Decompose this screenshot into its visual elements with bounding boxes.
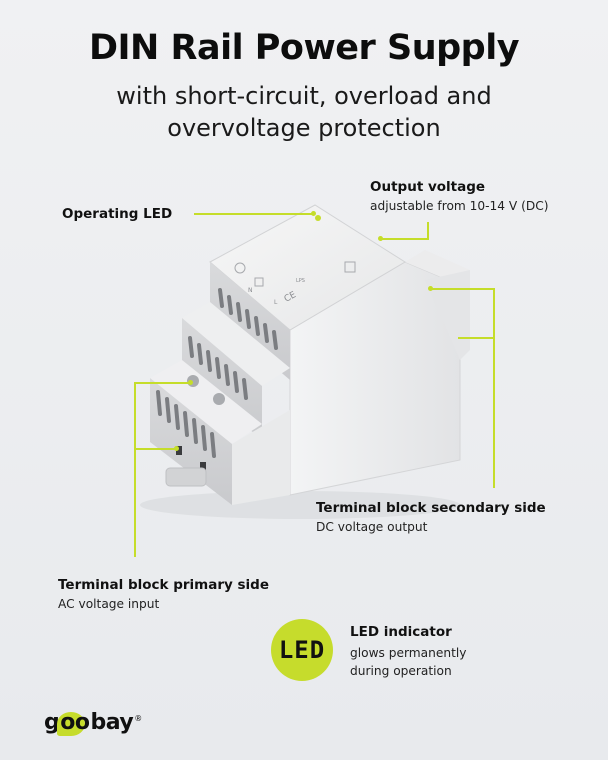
secondary-leader-top xyxy=(430,288,494,290)
output-voltage-leader-vertical xyxy=(427,222,429,240)
secondary-marker xyxy=(428,286,433,291)
secondary-leader-mid xyxy=(458,337,494,339)
goobay-logo: g oo bay ® xyxy=(44,710,142,736)
secondary-side-detail: DC voltage output xyxy=(316,520,428,534)
svg-text:LPS: LPS xyxy=(296,278,305,284)
output-voltage-marker xyxy=(378,236,383,241)
primary-marker-bottom xyxy=(174,446,179,451)
logo-prefix: g xyxy=(44,710,60,735)
operating-led-label: Operating LED xyxy=(62,206,173,222)
primary-leader-top xyxy=(134,382,190,384)
page-subtitle: with short-circuit, overload and overvol… xyxy=(0,80,608,144)
page-title: DIN Rail Power Supply xyxy=(88,28,520,68)
primary-side-detail: AC voltage input xyxy=(58,597,160,611)
secondary-leader-vertical xyxy=(493,288,495,488)
logo-suffix: bay xyxy=(90,710,134,735)
logo-oo: oo xyxy=(57,710,90,736)
subtitle-line-2: overvoltage protection xyxy=(167,114,441,142)
primary-leader-bottom xyxy=(134,448,176,450)
subtitle-line-1: with short-circuit, overload and xyxy=(116,82,492,110)
svg-text:L: L xyxy=(274,299,278,306)
led-indicator-label: LED indicator xyxy=(350,624,452,640)
operating-led-marker xyxy=(311,211,316,216)
led-indicator-detail-2: during operation xyxy=(350,664,452,678)
operating-led-leader-line xyxy=(194,213,312,215)
secondary-side-label: Terminal block secondary side xyxy=(316,500,546,516)
primary-side-label: Terminal block primary side xyxy=(58,577,269,593)
output-voltage-leader-horizontal xyxy=(380,238,429,240)
svg-text:N: N xyxy=(248,287,253,294)
registered-mark: ® xyxy=(134,714,142,723)
output-voltage-detail: adjustable from 10-14 V (DC) xyxy=(370,199,549,213)
primary-marker-top xyxy=(188,380,193,385)
output-voltage-label: Output voltage xyxy=(370,179,486,195)
primary-leader-vertical xyxy=(134,382,136,557)
led-indicator-detail-1: glows permanently xyxy=(350,646,467,660)
led-badge-icon: LED xyxy=(271,619,333,681)
